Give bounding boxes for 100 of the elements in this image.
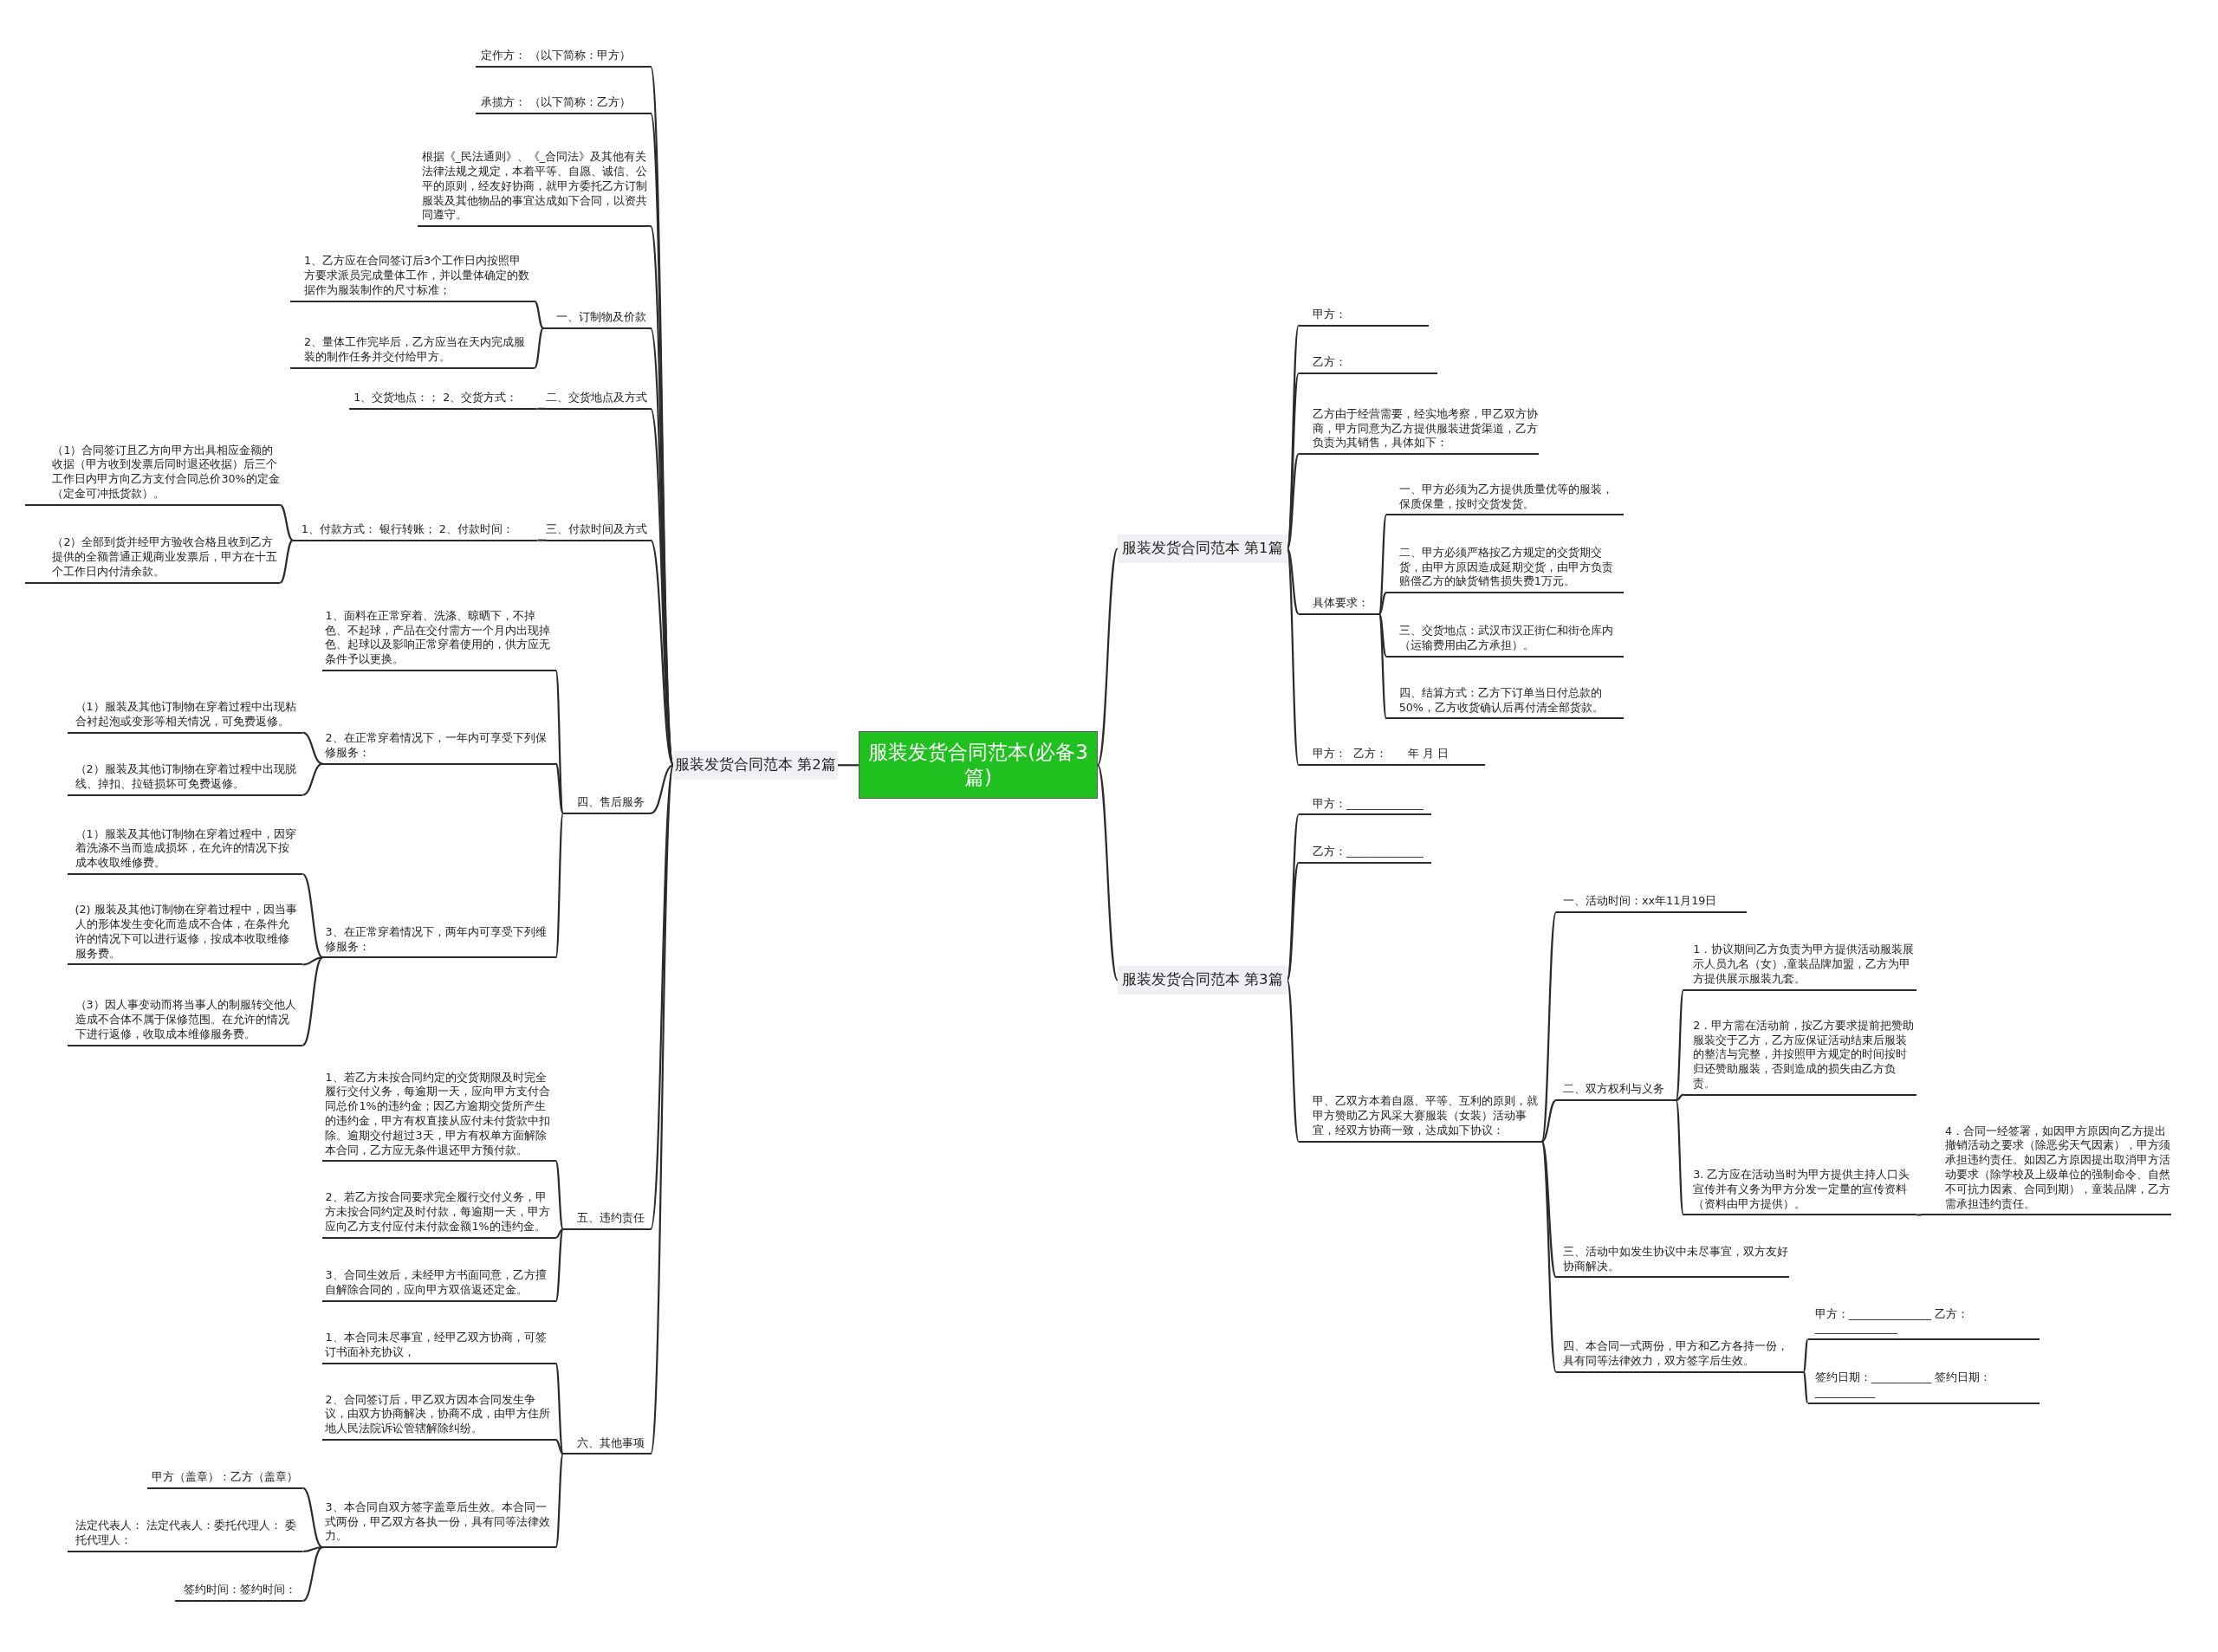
topic-text: 3、合同生效后，未经甲方书面同意，乙方擅自解除合同的，应向甲方双倍返还定金。 — [322, 1268, 556, 1303]
topic-text: 四、售后服务 — [562, 795, 651, 814]
topic-text: 六、其他事项 — [562, 1435, 651, 1455]
root-topic-box: 服装发货合同范本(必备3篇) — [859, 731, 1098, 800]
connector-line — [302, 873, 323, 959]
topic-text: 承揽方： （以下简称：乙方） — [475, 94, 651, 114]
connector-line — [554, 1228, 564, 1302]
topic-text: （3）因人事变动而将当事人的制服转交他人造成不合体不属于保修范围。在允许的情况下进行返修，收取成本维修服务费。 — [68, 998, 303, 1046]
connector-line — [1286, 862, 1300, 981]
topic-text: 法定代表人： 法定代表人：委托代理人： 委托代理人： — [68, 1519, 303, 1553]
topic-text: 1、若乙方未按合同约定的交货期限及时完全履行交付义务，每逾期一天，应向甲方支付合同总价1%的违约金；因乙方逾期交货所产生的违约金，甲方有权直接从应付未付货款中扣除。逾期交付超过3天，甲方有权单方面解除本合同，乙方应无条件退还甲方预付款。 — [322, 1070, 556, 1163]
topic-text: 甲方：______________ — [1298, 796, 1432, 816]
topic-text: 3、在正常穿着情况下，两年内可享受下列维修服务： — [322, 924, 556, 959]
connector-line — [649, 765, 675, 1454]
connector-line — [537, 539, 547, 541]
connector-line — [1286, 453, 1300, 550]
topic-text: 二、双方权利与义务 — [1555, 1082, 1676, 1102]
topic-text: 乙方：______________ — [1298, 845, 1432, 864]
topic-text: 四、结算方式：乙方下订单当日付总款的50%，乙方收货确认后再付清全部货款。 — [1386, 685, 1625, 720]
topic-text: 3、本合同自双方签字盖章后生效。本合同一式两份，甲乙双方各执一份，具有同等法律效力。 — [322, 1500, 556, 1549]
topic-text: （1）服装及其他订制物在穿着过程中出现粘合衬起泡或变形等相关情况，可免费返修。 — [68, 700, 303, 734]
topic-text: 2、若乙方按合同要求完全履行交付义务，甲方未按合同约定及时付款，每逾期一天，甲方应向乙方支付应付未付款金额1%的违约金。 — [322, 1190, 556, 1239]
topic-text: 四、本合同一式两份，甲方和乙方各持一份，具有同等法律效力，双方签字后生效。 — [1555, 1339, 1804, 1373]
topic-text: （2）全部到货并经甲方验收合格且收到乙方提供的全额普通正规商业发票后，甲方在十五个工作日内付清余款。 — [25, 535, 281, 584]
connector-line — [1378, 592, 1387, 615]
topic-text: 甲方： 乙方： 年 月 日 — [1298, 747, 1486, 767]
branch-topic-box: 服装发货合同范本 第3篇 — [1117, 966, 1287, 994]
connector-line — [650, 540, 675, 766]
topic-text: 1、付款方式： 银行转账； 2、付款时间： — [292, 522, 538, 541]
connector-line — [1540, 1099, 1557, 1143]
connector-line — [554, 1160, 564, 1230]
connector-line — [1286, 547, 1300, 615]
connector-line — [1096, 547, 1119, 766]
connector-line — [534, 327, 544, 369]
topic-text: 五、违约责任 — [562, 1211, 651, 1230]
topic-text: 1、交货地点：； 2、交货方式： — [349, 391, 538, 410]
connector-line — [537, 407, 547, 410]
topic-text: 乙方： — [1298, 355, 1437, 375]
topic-text: 乙方由于经营需要，经实地考察，甲乙双方协商，甲方同意为乙方提供服装进货渠道，乙方负责为其销售，具体如下： — [1298, 406, 1540, 456]
connector-line — [1378, 514, 1388, 614]
connector-line — [1676, 1093, 1684, 1102]
topic-text: 2、合同签订后，甲乙双方因本合同发生争议，由双方协商解决，协商不成，由甲方住所地人民法院诉讼管辖解除纠纷。 — [322, 1392, 556, 1441]
topic-text: (2) 服装及其他订制物在穿着过程中，因当事人的形体发生变化而造成不合体，在条件允许的情况下可以进行返修，按成本收取维修服务费。 — [68, 903, 303, 966]
topic-text: （2）服装及其他订制物在穿着过程中出现脱线、掉扣、拉链损坏可免费返修。 — [68, 761, 303, 796]
topic-text: 1．协议期间乙方负责为甲方提供活动服装展示人员九名（女）,童装品牌加盟，乙方为甲方提供展示服装九套。 — [1683, 943, 1917, 991]
connector-line — [1540, 1141, 1557, 1373]
connector-line — [1802, 1338, 1809, 1373]
topic-text: 签约时间：签约时间： — [175, 1583, 303, 1603]
connector-line — [302, 1487, 323, 1549]
branch-topic-box: 服装发货合同范本 第1篇 — [1117, 534, 1287, 563]
topic-text: 甲方： — [1298, 307, 1429, 327]
connector-line — [1540, 1140, 1557, 1278]
connector-line — [1675, 1099, 1684, 1215]
topic-text: 一、甲方必须为乙方提供质量优等的服装，保质保量，按时交货发货。 — [1386, 482, 1625, 516]
topic-text: 二、甲方必须严格按乙方规定的交货期交货，由甲方原因造成延期交货，由甲方负责赔偿乙方的缺货销售损失费1万元。 — [1386, 545, 1625, 594]
branch-topic-box: 服装发货合同范本 第2篇 — [673, 750, 838, 780]
topic-text: 1、乙方应在合同签订后3个工作日内按照甲方要求派员完成量体工作，并以量体确定的数据作为服装制作的尺寸标准； — [289, 254, 535, 302]
topic-text: （1）合同签订且乙方向甲方出具相应金额的收据（甲方收到发票后同时退还收据）后三个工作日内甲方向乙方支付合同总价30%的定金（定金可冲抵货款）。 — [25, 443, 281, 506]
connector-line — [649, 764, 675, 1230]
connector-line — [302, 956, 323, 1046]
topic-text: 定作方： （以下简称：甲方） — [475, 48, 651, 68]
topic-text: 三、交货地点：武汉市汉正街仁和街仓库内（运输费用由乙方承担）。 — [1386, 623, 1625, 658]
topic-text: 三、活动中如发生协议中未尽事宜，双方友好协商解决。 — [1555, 1244, 1790, 1279]
topic-text: 三、付款时间及方式 — [546, 522, 651, 541]
topic-text: 一、订制物及价款 — [542, 310, 651, 329]
connector-line — [1286, 373, 1300, 549]
topic-text: 4．合同一经签署，如因甲方原因向乙方提出撤销活动之要求（除恶劣天气因素），甲方须承担违约责任。如因乙方原因提出取消甲方活动要求（除学校及上级单位的强制命令、自然不可抗力因素、合同到期），童装品牌，乙方需承担违约责任。 — [1921, 1124, 2172, 1216]
connector-line — [554, 813, 564, 958]
connector-line — [1096, 764, 1119, 981]
connector-line — [302, 1546, 323, 1603]
connector-line — [555, 1228, 564, 1239]
connector-line — [1675, 989, 1684, 1101]
connector-line — [302, 731, 323, 765]
topic-text: 一、活动时间：xx年11月19日 — [1555, 894, 1748, 914]
topic-text: 2、在正常穿着情况下，一年内可享受下列保修服务： — [322, 731, 556, 765]
topic-text: 具体要求： — [1298, 595, 1379, 615]
connector-line — [1378, 613, 1387, 658]
connector-line — [302, 762, 323, 796]
topic-text: 根据《_民法通则》、《_合同法》及其他有关法律法规之规定，本着平等、自愿、诚信、公平的原则，经友好协商，就甲方委托乙方订制服装及其他物品的事宜达成如下合同，以资共同遵守。 — [417, 150, 651, 228]
topic-text: 甲方（盖章）：乙方（盖章） — [146, 1469, 303, 1489]
connector-line — [650, 764, 674, 814]
topic-text: 1、面料在正常穿着、洗涤、晾晒下，不掉色、不起球，产品在交付需方一个月内出现掉色、起球以及影响正常穿着使用的，供方应无条件予以更换。 — [322, 608, 556, 671]
connector-line — [1802, 1371, 1809, 1403]
topic-text: 2．甲方需在活动前，按乙方要求提前把赞助服装交于乙方，乙方应保证活动结束后服装的整洁与完整，并按照甲方规定的时间按时归还赞助服装，否则造成的损失由乙方负责。 — [1683, 1018, 1917, 1096]
topic-text: （1）服装及其他订制物在穿着过程中，因穿着洗涤不当而造成损坏，在允许的情况下按成本收取维修费。 — [68, 826, 303, 875]
connector-line — [1378, 613, 1388, 719]
connector-line — [279, 539, 294, 584]
connector-line — [302, 956, 323, 966]
connector-line — [554, 1454, 564, 1548]
connector-line — [1916, 1214, 1922, 1216]
connector-line — [1286, 980, 1300, 1142]
topic-text: 签约日期：___________ 签约日期：___________ — [1807, 1370, 2040, 1404]
connector-line — [554, 670, 564, 814]
connector-line — [837, 764, 859, 767]
connector-line — [554, 1439, 564, 1455]
connector-line — [534, 301, 544, 329]
topic-text: 3. 乙方应在活动当时为甲方提供主持人口头宣传并有义务为甲方分发一定量的宣传资料（资料由甲方提供）。 — [1683, 1168, 1917, 1216]
topic-text: 甲、乙双方本着自愿、平等、互利的原则，就甲方赞助乙方风采大赛服装（女装）活动事宜，经双方协商一致，达成如下协议： — [1298, 1094, 1542, 1143]
topic-text: 2、量体工作完毕后，乙方应当在天内完成服装的制作任务并交付给甲方。 — [289, 334, 535, 369]
topic-text: 甲方：_______________ 乙方：_______________ — [1807, 1306, 2040, 1341]
